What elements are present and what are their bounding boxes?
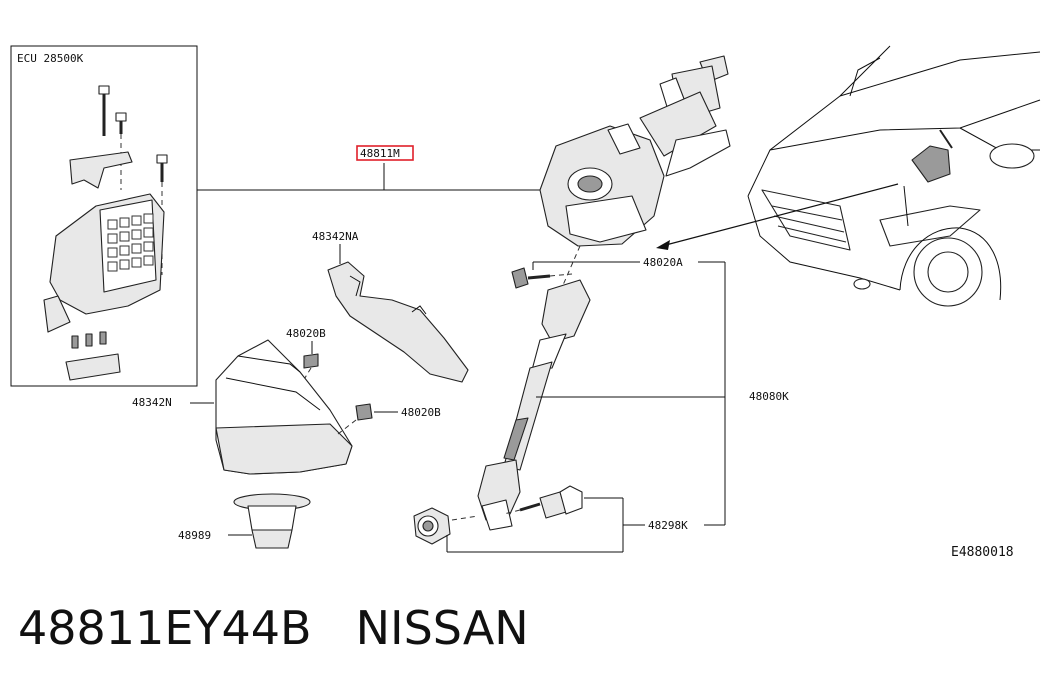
shaft-hardware: 48298K xyxy=(413,485,725,553)
footer-title: 48811EY44B NISSAN xyxy=(18,596,1028,660)
intermediate-shaft: 48080K xyxy=(477,279,789,531)
clip-upper: 48020B xyxy=(286,327,326,387)
part-number: 48811EY44B xyxy=(18,601,312,655)
cover-upper: 48342NA xyxy=(312,230,469,383)
steering-column xyxy=(539,55,731,293)
callout-column-main: 48811M xyxy=(360,147,400,160)
brand-name: NISSAN xyxy=(355,601,529,655)
vehicle-illustration xyxy=(656,45,1041,307)
callout-clip-lower: 48020B xyxy=(401,406,441,419)
parts-diagram: ECU 28500K xyxy=(10,45,1041,560)
ecu-inset: ECU 28500K xyxy=(10,45,198,387)
column-leader: 48811M xyxy=(197,145,540,191)
callout-clip-upper: 48020B xyxy=(286,327,326,340)
callout-cover-upper: 48342NA xyxy=(312,230,359,243)
callout-shaft-hw: 48298K xyxy=(648,519,688,532)
bolt-top: 48020A xyxy=(511,256,726,525)
callout-grommet: 48989 xyxy=(178,529,211,542)
cover-lower: 48342N xyxy=(132,339,353,475)
grommet: 48989 xyxy=(178,493,311,549)
figure-code: E4880018 xyxy=(951,545,1014,560)
callout-bolt-top: 48020A xyxy=(643,256,683,269)
callout-shaft: 48080K xyxy=(749,390,789,403)
ecu-inset-title: ECU 28500K xyxy=(17,52,84,65)
callout-cover-lower: 48342N xyxy=(132,396,172,409)
clip-lower: 48020B xyxy=(337,403,441,435)
